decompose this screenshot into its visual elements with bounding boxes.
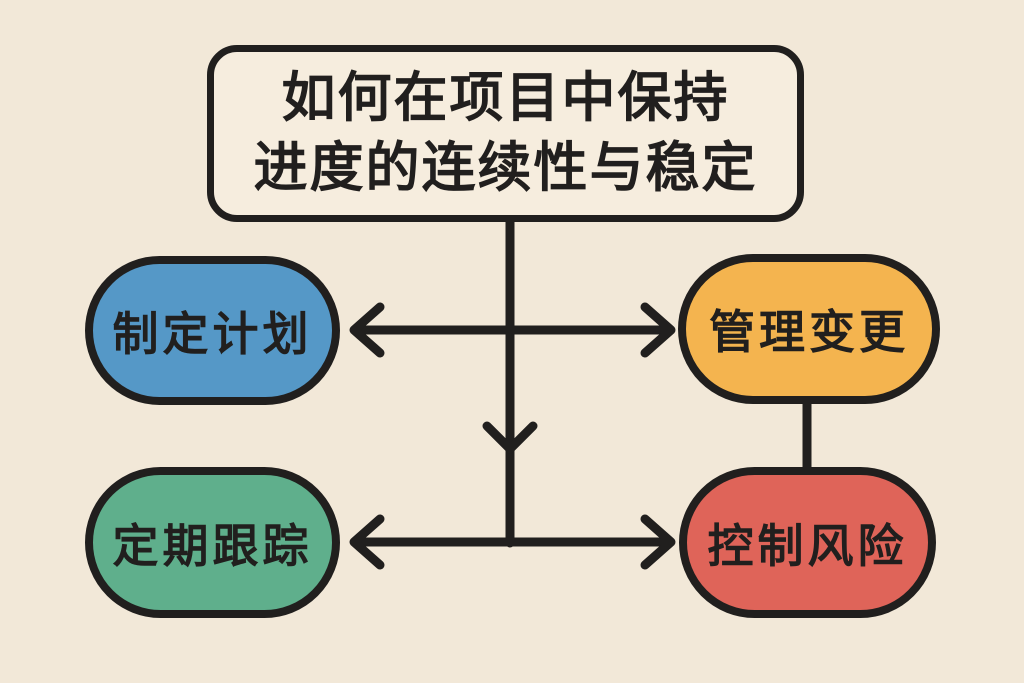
node-control-risk-label: 控制风险: [707, 519, 908, 572]
arrowhead-left-top-icon: [349, 302, 385, 358]
arrowhead-right-bottom-icon: [640, 514, 676, 570]
connectors-group: [349, 213, 812, 570]
node-regular-tracking: 定期跟踪: [85, 467, 340, 618]
diagram-title: 如何在项目中保持 进度的连续性与稳定: [207, 45, 804, 222]
diagram-title-line2: 进度的连续性与稳定: [253, 137, 758, 198]
node-make-plan-label: 制定计划: [112, 307, 313, 360]
arrowhead-left-bottom-icon: [349, 514, 385, 570]
node-make-plan: 制定计划: [85, 256, 340, 405]
diagram-title-line1: 如何在项目中保持: [281, 68, 730, 129]
node-manage-changes: 管理变更: [678, 254, 940, 404]
node-control-risk: 控制风险: [679, 467, 936, 618]
arrowhead-right-top-icon: [640, 302, 676, 358]
node-regular-tracking-label: 定期跟踪: [112, 519, 313, 572]
node-manage-changes-label: 管理变更: [709, 306, 909, 358]
arrowhead-down-icon: [482, 421, 538, 454]
